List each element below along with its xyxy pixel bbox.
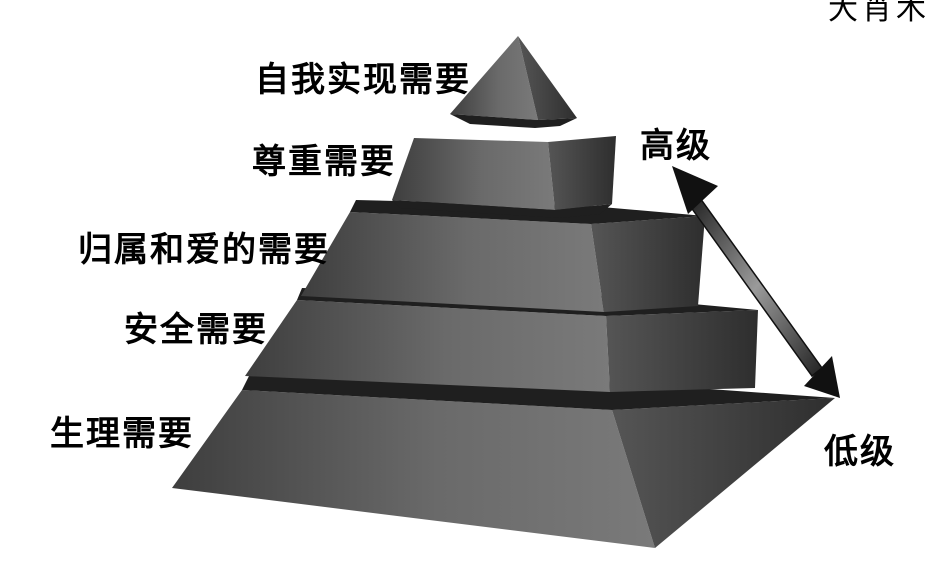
level-label-belonging: 归属和爱的需要 [78, 230, 330, 270]
pyramid-level-self-actualization [450, 36, 577, 128]
double-arrow-icon [672, 166, 840, 398]
level-label-safety: 安全需要 [124, 310, 268, 350]
level-label-physiological: 生理需要 [50, 414, 194, 454]
pyramid-level-esteem [392, 136, 616, 218]
corner-text: 大肖木 [828, 0, 930, 27]
level-label-esteem: 尊重需要 [252, 142, 396, 182]
pyramid-level-physiological [172, 374, 835, 548]
pyramid-level-belonging [301, 200, 705, 312]
arrow-high-label: 高级 [640, 126, 712, 166]
level-label-self-actualization: 自我实现需要 [255, 60, 471, 100]
arrow-low-label: 低级 [824, 432, 896, 472]
